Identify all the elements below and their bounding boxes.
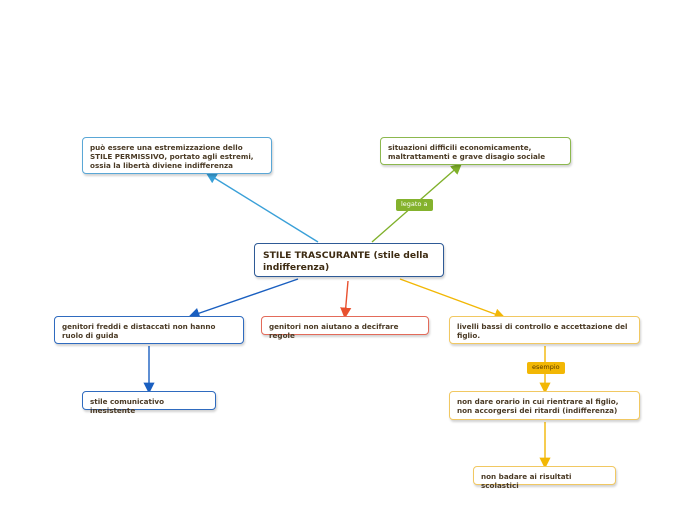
node-no-school-results[interactable]: non badare ai risultati scolastici bbox=[473, 466, 616, 490]
link-label-legato[interactable]: legato a bbox=[396, 199, 433, 211]
link-center-permissive bbox=[205, 172, 319, 243]
link-label-esempio[interactable]: esempio bbox=[527, 362, 565, 374]
link-center-low-levels bbox=[399, 278, 506, 320]
node-inconsistent-communication[interactable]: stile comunicativo inesistente bbox=[82, 391, 216, 415]
node-no-rules[interactable]: genitori non aiutano a decifrare regole bbox=[261, 316, 429, 340]
node-difficult-situations[interactable]: situazioni difficili economicamente, mal… bbox=[380, 137, 571, 165]
node-cold-parents[interactable]: genitori freddi e distaccati non hanno r… bbox=[54, 316, 244, 344]
node-no-curfew[interactable]: non dare orario in cui rientrare al figl… bbox=[449, 391, 640, 420]
link-center-no-rules bbox=[340, 280, 352, 319]
node-central-topic[interactable]: STILE TRASCURANTE (stile della indiffere… bbox=[254, 243, 444, 277]
node-low-levels[interactable]: livelli bassi di controllo e accettazion… bbox=[449, 316, 640, 344]
node-permissive-extreme[interactable]: può essere una estremizzazione dello STI… bbox=[82, 137, 272, 174]
link-center-cold-parents bbox=[188, 278, 299, 319]
